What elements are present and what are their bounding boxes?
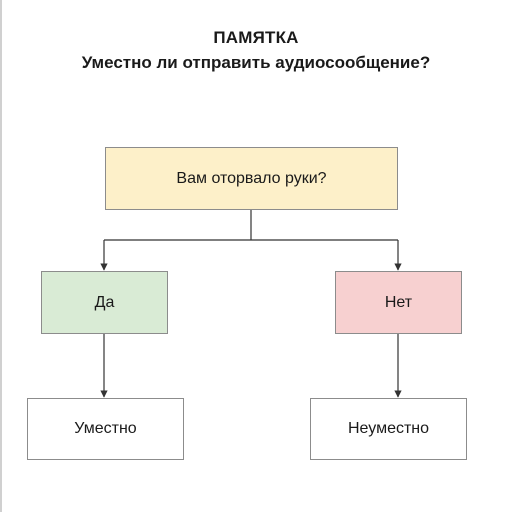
left-border-line bbox=[0, 0, 2, 512]
yes-node-label: Да bbox=[94, 293, 115, 311]
question-node: Вам оторвало руки? bbox=[105, 147, 398, 210]
appropriate-node-label: Уместно bbox=[74, 420, 137, 437]
yes-node: Да bbox=[41, 271, 168, 334]
question-node-label: Вам оторвало руки? bbox=[176, 169, 327, 187]
inappropriate-node-label: Неуместно bbox=[347, 420, 430, 437]
appropriate-node: Уместно bbox=[27, 398, 184, 460]
inappropriate-node: Неуместно bbox=[310, 398, 467, 460]
no-node-label: Нет bbox=[384, 293, 413, 311]
no-node: Нет bbox=[335, 271, 462, 334]
page-subtitle: Уместно ли отправить аудиосообщение? bbox=[81, 53, 431, 72]
page-title: ПАМЯТКА bbox=[213, 28, 299, 47]
